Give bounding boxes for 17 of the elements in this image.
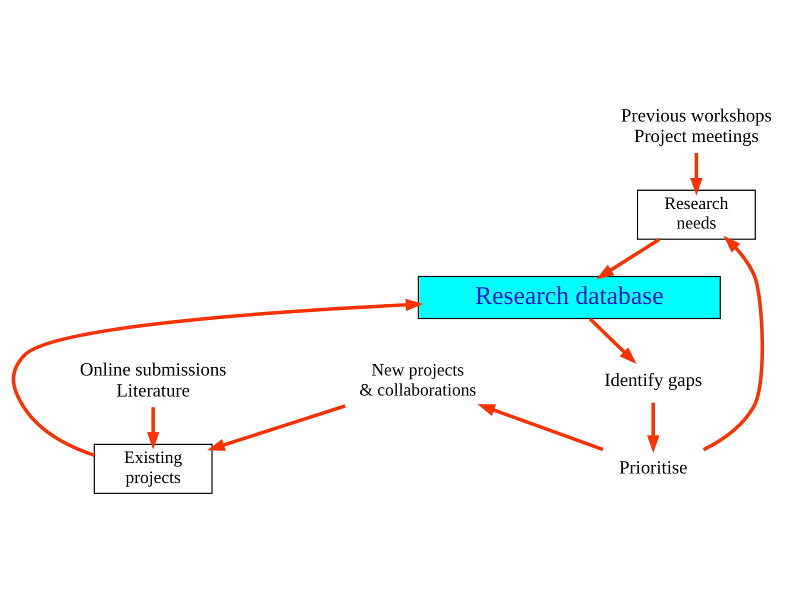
arrow	[147, 406, 160, 450]
arrow	[596, 237, 660, 279]
node-text: Prioritise	[619, 456, 688, 478]
node-box: Existing projects	[94, 443, 213, 494]
arrow	[12, 298, 424, 456]
node-box: Research database	[418, 275, 721, 319]
arrow	[702, 235, 764, 451]
node-text: Previous workshops Project meetings	[621, 104, 772, 147]
arrow	[690, 152, 703, 195]
node-text: Online submissions Literature	[80, 358, 226, 401]
arrow	[647, 402, 660, 452]
arrow	[477, 404, 604, 451]
node-text: Identify gaps	[604, 369, 702, 390]
node-box: Research needs	[636, 189, 756, 240]
arrow	[588, 317, 637, 364]
node-text: New projects & collaborations	[359, 359, 476, 399]
arrow	[207, 404, 346, 450]
